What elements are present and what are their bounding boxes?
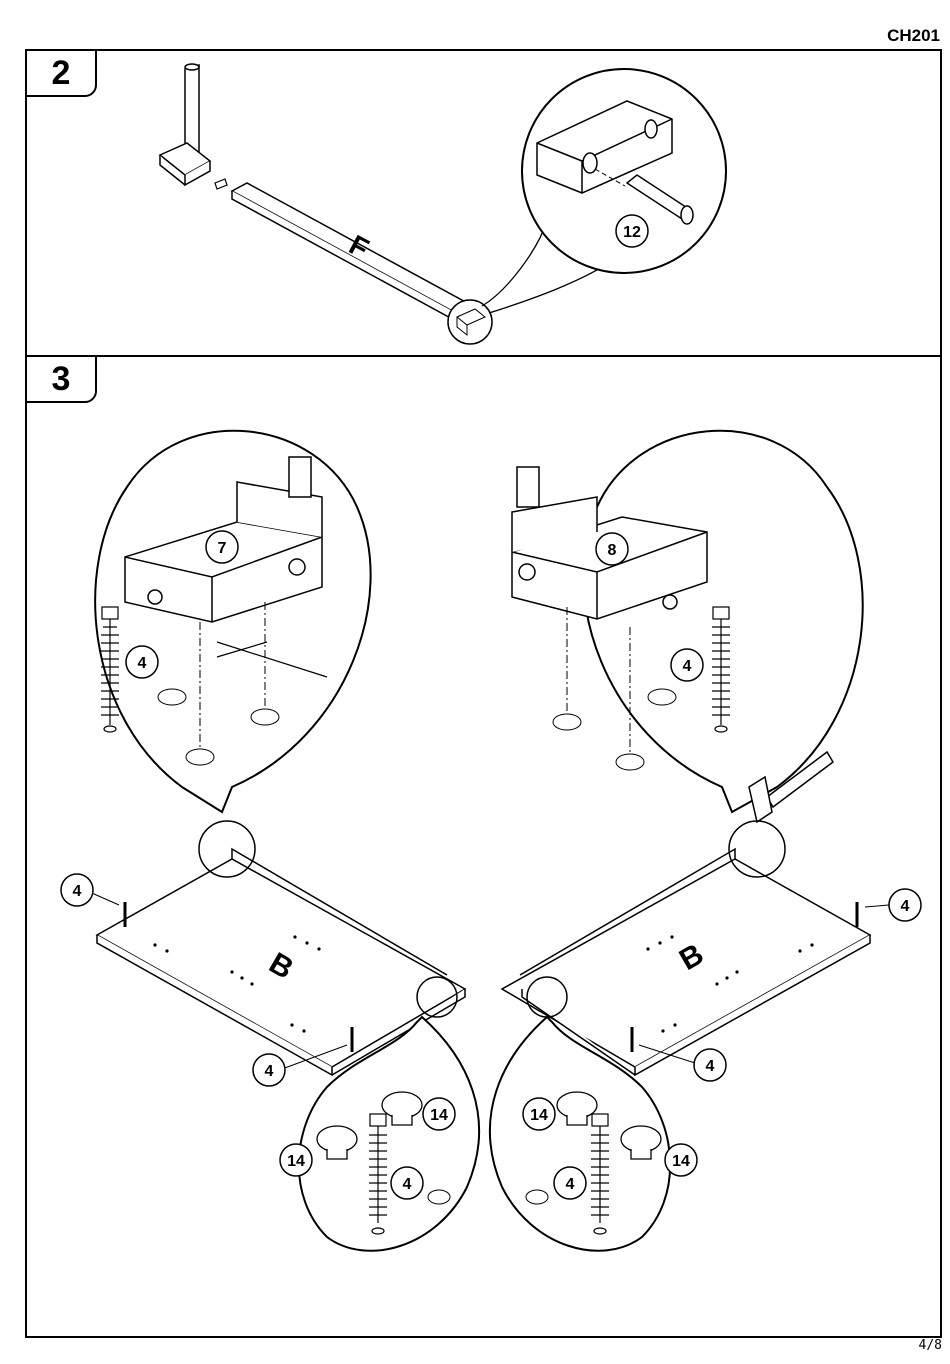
callout-4-d: 4 [253,1054,285,1086]
svg-text:4: 4 [265,1063,274,1080]
svg-text:4: 4 [683,658,692,675]
callout-4-b: 4 [671,649,703,681]
svg-text:14: 14 [530,1107,548,1124]
detail-circle-right-top [729,821,785,877]
svg-text:4: 4 [706,1058,715,1075]
page-number: 4/8 [919,1338,942,1353]
step-2-panel: 2 F [25,49,942,357]
svg-text:14: 14 [287,1153,305,1170]
callout-7: 7 [206,531,238,563]
svg-text:7: 7 [218,540,227,557]
callout-14-d: 14 [665,1144,697,1176]
step-3-panel: 3 7 4 [25,355,942,1338]
callout-4-a: 4 [126,646,158,678]
svg-text:4: 4 [901,898,910,915]
callout-14-a: 14 [423,1098,455,1130]
svg-text:12: 12 [623,224,641,241]
callout-4-f: 4 [694,1049,726,1081]
zoom-bubble-left-top [95,431,370,812]
callout-14-c: 14 [523,1098,555,1130]
svg-text:4: 4 [138,655,147,672]
svg-text:4: 4 [566,1176,575,1193]
svg-text:4: 4 [403,1176,412,1193]
svg-text:8: 8 [608,542,617,559]
svg-text:14: 14 [672,1153,690,1170]
callout-4-g: 4 [391,1167,423,1199]
callout-8: 8 [596,533,628,565]
callout-12: 12 [616,215,648,247]
doc-code: CH201 [887,26,940,46]
step-2-illustration: F 12 [27,51,940,355]
mallet-icon [160,64,210,185]
callout-4-e: 4 [889,889,921,921]
svg-text:4: 4 [73,883,82,900]
step-3-illustration: 7 4 8 [27,357,940,1336]
callout-4-h: 4 [554,1167,586,1199]
svg-text:14: 14 [430,1107,448,1124]
callout-14-b: 14 [280,1144,312,1176]
callout-4-c: 4 [61,874,93,906]
